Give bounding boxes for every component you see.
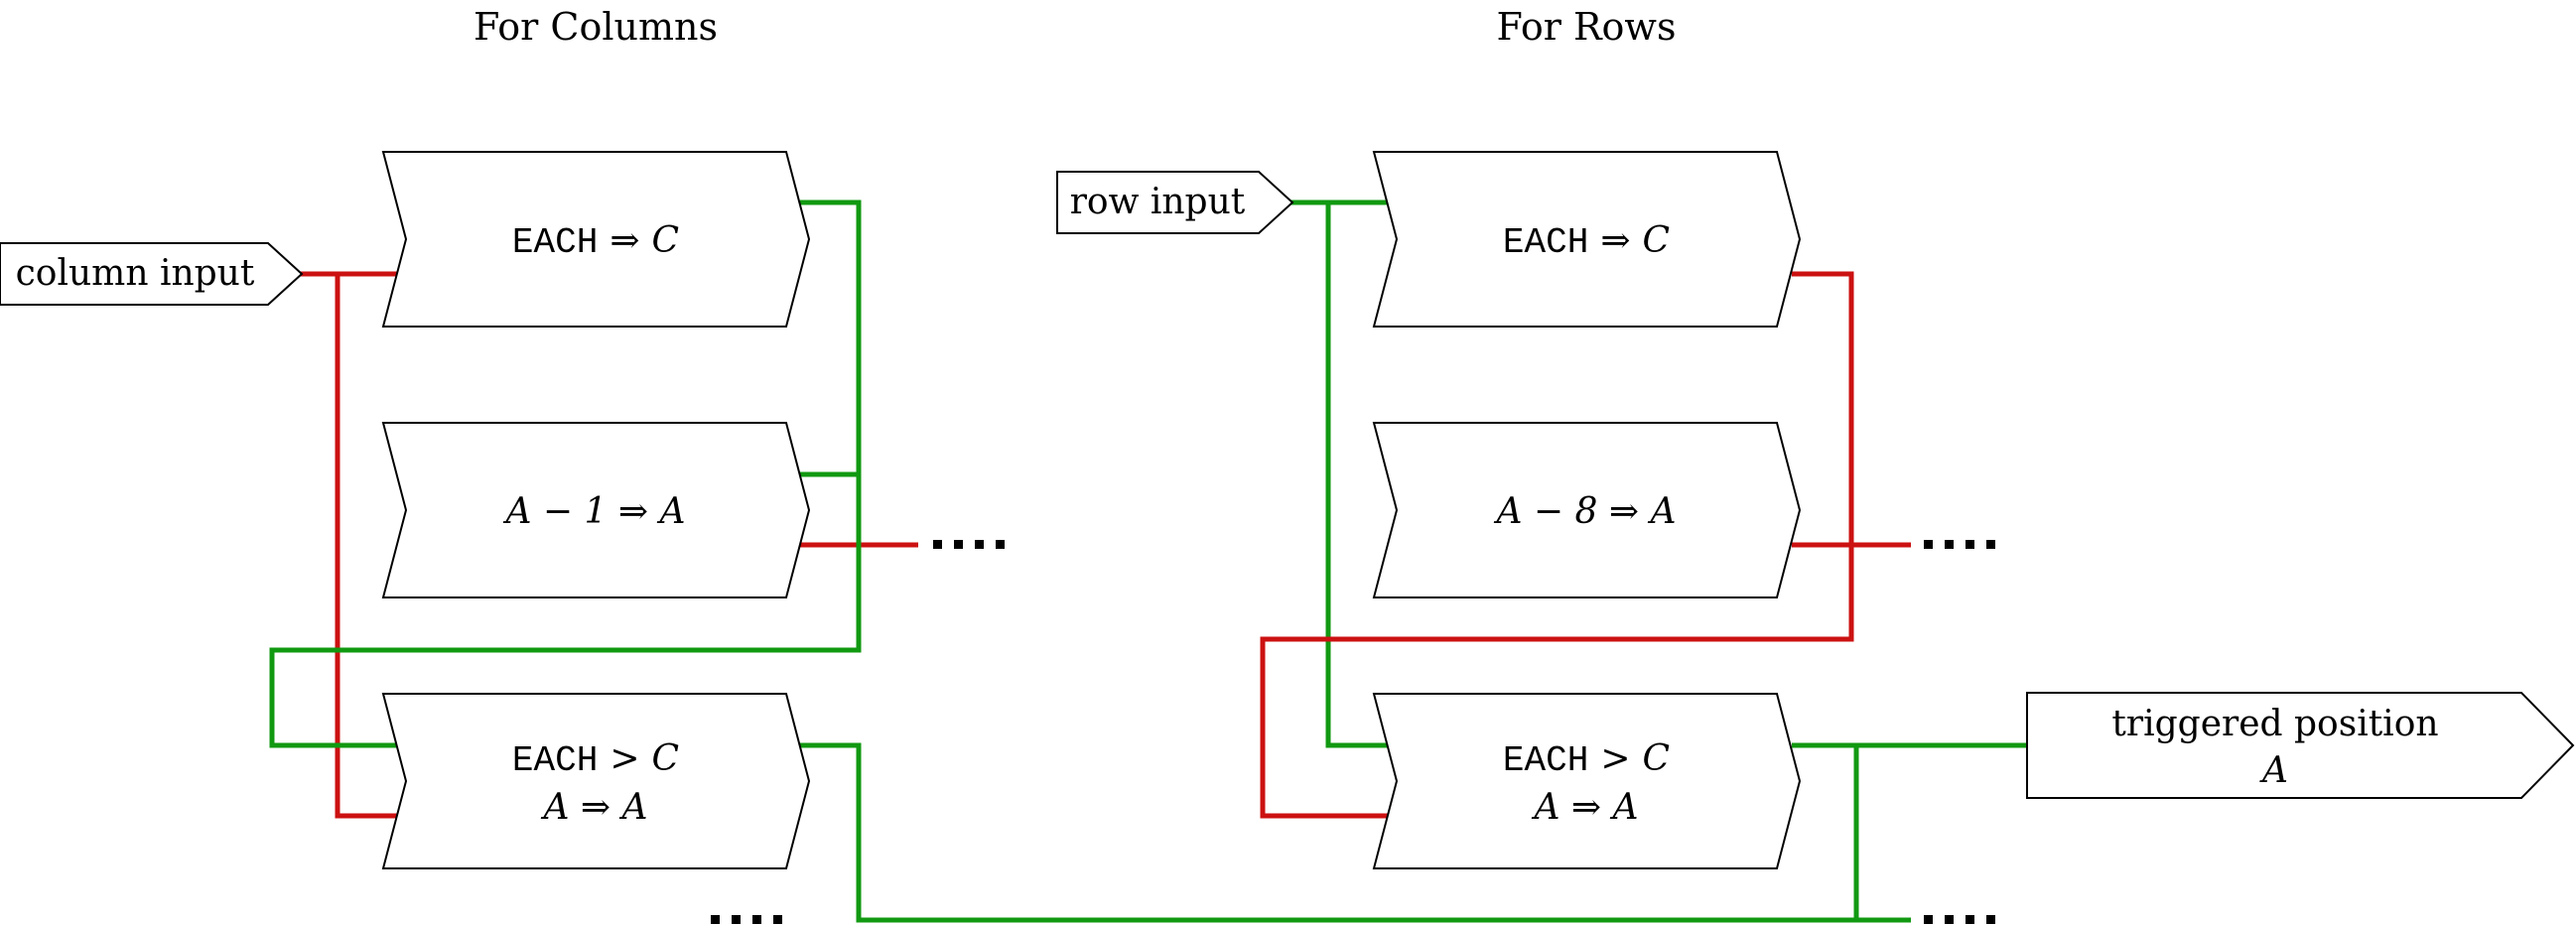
row-block2-expr: A − 8 ⇒ A [1493, 491, 1676, 532]
rows-title: For Rows [1497, 5, 1677, 49]
row-block-each-assign: EACH⇒C [1372, 151, 1802, 328]
col-block-decrement: A − 1 ⇒ A [381, 422, 811, 598]
col-block1-expr: EACH⇒C [512, 220, 679, 263]
wires [269, 199, 2027, 923]
col-block2-expr: A − 1 ⇒ A [502, 491, 685, 532]
column-input-label: column input [16, 253, 255, 294]
output-line2: A [2259, 750, 2288, 791]
col-block1-out-wire [269, 199, 862, 748]
col-block-each-assign: EACH⇒C [381, 151, 811, 328]
row-block-compare: EACH>C A ⇒ A [1372, 693, 1802, 869]
col-block3-line2: A ⇒ A [540, 787, 647, 828]
continuation-dots [711, 540, 1995, 924]
ellipsis-bottom-right [1924, 915, 1995, 924]
row-block3-expr: EACH>C [1503, 738, 1670, 781]
row-input-label: row input [1070, 182, 1246, 222]
triggered-position-output: triggered position A [2026, 692, 2575, 799]
col-block-compare: EACH>C A ⇒ A [381, 693, 811, 869]
output-line1: triggered position [2111, 704, 2438, 744]
row-block-decrement: A − 8 ⇒ A [1372, 422, 1802, 598]
row-block1-out-wire [1260, 271, 1854, 819]
row-block1-expr: EACH⇒C [1503, 220, 1670, 263]
row-block3-down-wire [1853, 745, 1911, 923]
column-input-tag: column input [0, 242, 304, 306]
ellipsis-row-middle [1924, 540, 1995, 549]
columns-title: For Columns [474, 5, 718, 49]
ellipsis-col-middle [933, 540, 1005, 549]
row-input-tag: row input [1056, 171, 1294, 234]
col-block3-expr: EACH>C [512, 738, 679, 781]
row-input-to-block3-wire [1325, 202, 1390, 748]
col-block3-out-wire [800, 742, 1856, 923]
ellipsis-bottom-left [711, 915, 782, 924]
row-block3-line2: A ⇒ A [1531, 787, 1638, 828]
col-input-to-block3-wire [335, 274, 397, 819]
